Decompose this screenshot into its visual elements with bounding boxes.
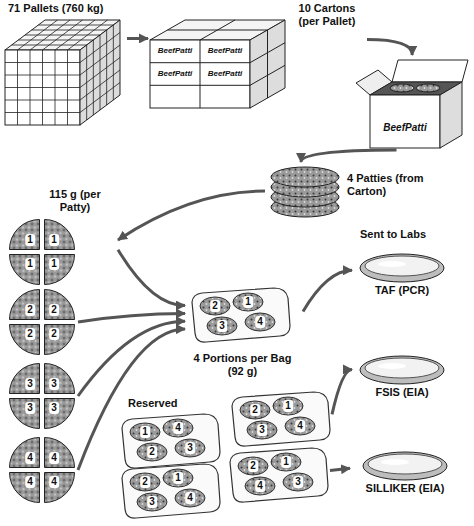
lab-dish: FSIS (EIA) <box>352 352 455 410</box>
flow-arrow <box>78 329 185 470</box>
portion-number: 3 <box>217 320 227 332</box>
stage-label: 71 Pallets (760 kg) <box>8 2 103 15</box>
portion-number: 2 <box>49 304 59 316</box>
lab-dish: SILLIKER (EIA) <box>350 448 463 506</box>
portion-number: 4 <box>255 316 265 328</box>
portion-number: 2 <box>250 404 260 416</box>
flow-arrow <box>330 468 350 470</box>
flow-arrow <box>332 369 352 414</box>
lab-name: TAF (PCR) <box>352 284 452 297</box>
flow-arrow <box>301 150 397 162</box>
lab-dish: TAF (PCR) <box>352 250 455 308</box>
portion-number: 2 <box>25 304 35 316</box>
portion-number: 3 <box>147 496 157 508</box>
note-label: Sent to Labs <box>360 228 426 241</box>
flow-arrow <box>303 270 352 311</box>
flow-arrow <box>118 250 185 306</box>
cut-patty: 115 g (per Patty) 1 1 1 1 <box>8 186 118 284</box>
portion-number: 4 <box>185 492 195 504</box>
portion-number: 1 <box>173 472 183 484</box>
portion-number: 2 <box>25 328 35 340</box>
portion-number: 4 <box>25 452 35 464</box>
portion-number: 1 <box>49 234 59 246</box>
portion-number: 3 <box>257 424 267 436</box>
portion-number: 1 <box>25 258 35 270</box>
lab-name: SILLIKER (EIA) <box>350 482 460 495</box>
stage-label: 4 Portions per Bag (92 g) <box>185 352 300 377</box>
flow-arrow <box>367 40 412 55</box>
portion-number: 3 <box>293 476 303 488</box>
cut-patty: 3 3 3 3 <box>8 362 78 430</box>
patty-stack: 4 Patties (from Carton) <box>265 162 445 220</box>
stage-label: 115 g (per Patty) <box>38 188 112 213</box>
cut-patty: 2 2 2 2 <box>8 288 78 356</box>
portion-number: 4 <box>49 476 59 488</box>
portion-number: 2 <box>49 328 59 340</box>
portion-number: 1 <box>243 296 253 308</box>
portion-number: 4 <box>49 452 59 464</box>
portion-number: 4 <box>25 476 35 488</box>
reserved-bag: 2 1 3 4 <box>118 464 222 520</box>
flow-arrow <box>78 313 185 322</box>
flow-arrow <box>127 37 148 40</box>
portion-number: 2 <box>210 300 220 312</box>
open-carton: BeefPatti <box>365 55 470 150</box>
group-label: Reserved <box>128 397 178 410</box>
lab-name: FSIS (EIA) <box>352 386 452 399</box>
carton-print: BeefPatti <box>383 122 426 134</box>
stage-label: 4 Patties (from Carton) <box>347 172 431 197</box>
portion-number: 3 <box>25 378 35 390</box>
portion-number: 1 <box>140 426 150 438</box>
portion-number: 1 <box>25 234 35 246</box>
portion-number: 1 <box>283 400 293 412</box>
stage-label: 10 Cartons (per Pallet) <box>290 2 364 27</box>
portion-number: 4 <box>295 420 305 432</box>
cut-patty: 4 4 4 4 <box>8 436 78 504</box>
carton-print: BeefPatti <box>158 46 193 55</box>
carton-print: BeefPatti <box>158 69 193 78</box>
portion-number: 3 <box>49 378 59 390</box>
flow-arrow <box>118 191 265 240</box>
portion-number: 2 <box>248 460 258 472</box>
portion-number: 2 <box>147 446 157 458</box>
carton-print: BeefPatti <box>208 69 243 78</box>
portion-number: 4 <box>173 422 183 434</box>
portion-number: 3 <box>49 402 59 414</box>
sample-bag: 2 1 3 4 4 Portions per Bag (92 g) <box>185 286 303 384</box>
portion-number: 2 <box>140 476 150 488</box>
portion-number: 3 <box>25 402 35 414</box>
portion-number: 3 <box>185 442 195 454</box>
sample-bag: 2 1 4 3 <box>226 448 330 504</box>
portion-number: 4 <box>255 480 265 492</box>
portion-number: 1 <box>281 456 291 468</box>
portion-number: 1 <box>49 258 59 270</box>
sample-bag: 2 1 3 4 <box>228 392 332 448</box>
pallet-stack: 71 Pallets (760 kg) <box>2 0 127 128</box>
reserved-bag: 1 4 2 3 <box>118 414 222 470</box>
carton-print: BeefPatti <box>208 46 243 55</box>
